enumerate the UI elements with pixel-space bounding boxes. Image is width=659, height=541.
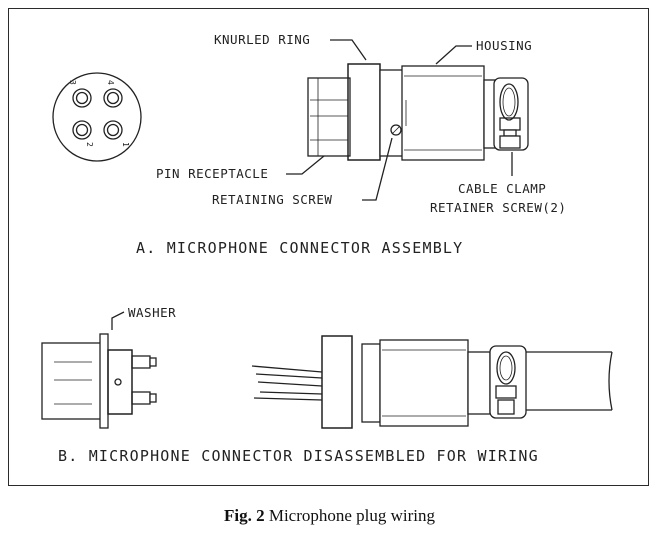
washer-leader: [111, 311, 125, 330]
figure-caption-text: Microphone plug wiring: [264, 506, 436, 525]
section-a-title: A. MICROPHONE CONNECTOR ASSEMBLY: [136, 239, 463, 257]
housing-label: HOUSING: [476, 38, 532, 53]
knurled-ring-label: KNURLED RING: [214, 32, 310, 47]
pin-number-1: 1: [121, 142, 130, 147]
pin-number-3: 3: [68, 80, 77, 85]
pin-receptacle-label: PIN RECEPTACLE: [156, 166, 268, 181]
section-b-title: B. MICROPHONE CONNECTOR DISASSEMBLED FOR…: [58, 447, 539, 465]
figure-caption: Fig. 2 Microphone plug wiring: [0, 506, 659, 526]
pin-number-4: 4: [106, 80, 115, 85]
disassembled-connector-side-view: [251, 335, 613, 429]
washer-label: WASHER: [128, 305, 176, 320]
pin-receptacle-face-view: 3 4 2 1: [52, 72, 142, 162]
cable-clamp-label-line1: CABLE CLAMP: [458, 181, 546, 196]
cable-clamp-label-line2: RETAINER SCREW(2): [430, 200, 566, 215]
assembled-connector-side-view: [307, 63, 529, 161]
pin-insert-side-view: [41, 333, 157, 429]
figure-frame: [8, 8, 649, 486]
figure-caption-prefix: Fig. 2: [223, 506, 265, 525]
section-a-leaders: [286, 39, 513, 201]
retaining-screw-label: RETAINING SCREW: [212, 192, 332, 207]
pin-number-2: 2: [85, 142, 94, 147]
